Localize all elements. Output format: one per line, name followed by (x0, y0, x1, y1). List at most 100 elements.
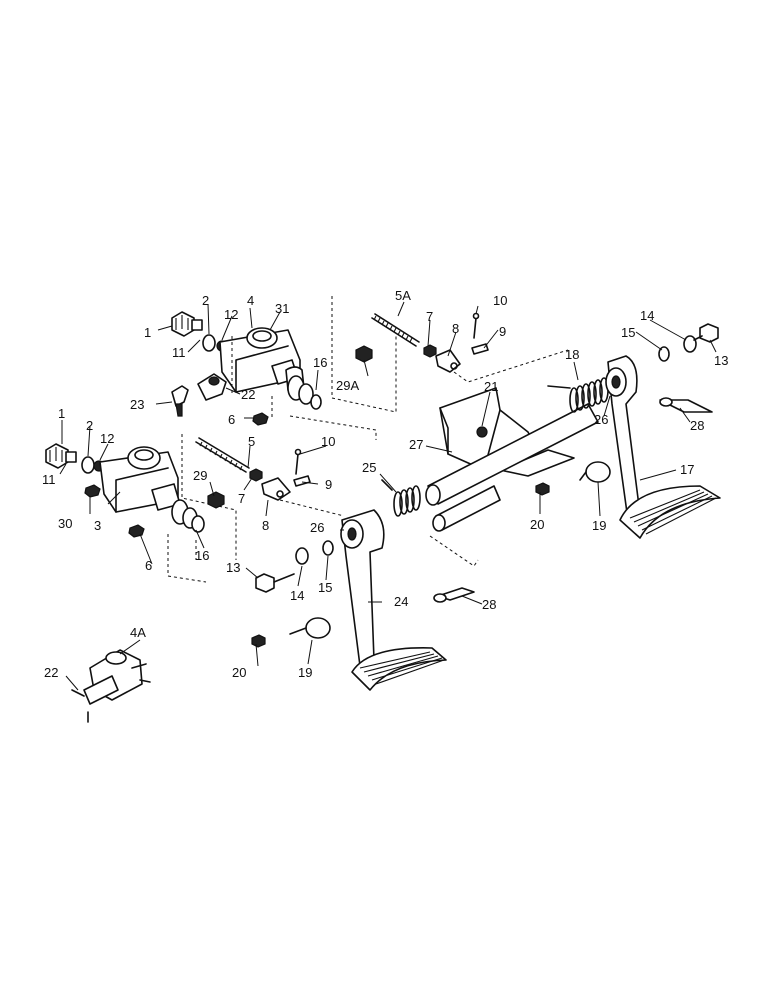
clevis-8-lower (261, 477, 291, 501)
pedal-arm-17 (605, 355, 721, 539)
callout-15-right: 15 (621, 325, 635, 340)
return-spring-18 (547, 377, 609, 413)
callout-11-lower: 11 (42, 472, 56, 487)
callout-31: 31 (275, 301, 289, 316)
callout-13-right: 13 (714, 353, 728, 368)
dust-boot-upper (285, 366, 322, 410)
callout-22-upper: 22 (241, 387, 255, 402)
callout-4: 4 (247, 293, 254, 308)
callout-9-lower: 9 (325, 477, 332, 492)
nut-lower (128, 524, 145, 538)
callout-2-lower: 2 (86, 418, 93, 433)
callout-29a: 29A (336, 378, 359, 393)
callout-4a: 4A (130, 625, 146, 640)
callout-26-right: 26 (594, 412, 608, 427)
clevis-pin-9-upper (471, 343, 489, 355)
lower-master-cylinder-group (45, 443, 207, 583)
callout-29: 29 (193, 468, 207, 483)
callout-11-upper: 11 (172, 345, 186, 360)
push-rod-upper-group (331, 296, 569, 413)
callout-26-left: 26 (310, 520, 324, 535)
callout-5a: 5A (395, 288, 411, 303)
callout-24: 24 (394, 594, 408, 609)
stop-19-right (579, 461, 611, 483)
bleeder-30 (84, 484, 101, 498)
callout-8-upper: 8 (452, 321, 459, 336)
callout-19-right: 19 (592, 518, 606, 533)
clevis-pin-9-lower (293, 475, 311, 487)
callout-17: 17 (680, 462, 694, 477)
callout-16-upper: 16 (313, 355, 327, 370)
bolt-13-left (255, 573, 295, 593)
banjo-bolt-upper (171, 311, 203, 337)
stop-19-left (289, 617, 331, 639)
nut-upper (252, 412, 269, 426)
return-spring-25 (381, 479, 421, 517)
callout-14-left: 14 (290, 588, 304, 603)
nut-20-left (251, 634, 266, 648)
callout-12-upper: 12 (224, 307, 238, 322)
callout-13-left: 13 (226, 560, 240, 575)
callout-10-lower: 10 (321, 434, 335, 449)
callout-20-left: 20 (232, 665, 246, 680)
callout-19-left: 19 (298, 665, 312, 680)
callout-20-right: 20 (530, 517, 544, 532)
bracket-bolt-21 (476, 426, 488, 438)
callout-12-lower: 12 (100, 431, 114, 446)
washer-15-left (322, 540, 334, 556)
pedal-pad-28-right (659, 397, 713, 413)
push-rod-5 (195, 437, 250, 473)
tee-fitting (171, 385, 189, 417)
callout-15-left: 15 (318, 580, 332, 595)
nut-7-lower (249, 468, 263, 482)
callout-1-upper: 1 (144, 325, 151, 340)
callout-5: 5 (248, 434, 255, 449)
callout-8-lower: 8 (262, 518, 269, 533)
washer-upper (202, 334, 216, 352)
left-pedal-group (251, 479, 475, 691)
callout-2-upper: 2 (202, 293, 209, 308)
washer-14-left (295, 547, 309, 565)
callout-16-lower: 16 (195, 548, 209, 563)
leader-lines (59, 301, 717, 691)
banjo-bolt-lower (45, 443, 77, 469)
callout-25: 25 (362, 460, 376, 475)
cotter-pin-10-upper (473, 317, 477, 339)
washer-lower (81, 456, 95, 474)
upper-master-cylinder-group (171, 311, 377, 440)
callout-18: 18 (565, 347, 579, 362)
callout-labels: 1 2 4 31 12 11 16 22 23 6 5A 7 8 10 9 29… (42, 288, 728, 680)
washer-14-right (683, 335, 697, 353)
nut-20-right (535, 482, 550, 496)
brake-line-fitting (197, 373, 227, 401)
callout-27: 27 (409, 437, 423, 452)
callout-6-upper: 6 (228, 412, 235, 427)
callout-10-upper: 10 (493, 293, 507, 308)
clevis-8-upper (435, 349, 461, 373)
pedal-arm-24 (340, 509, 447, 691)
callout-28-right: 28 (690, 418, 704, 433)
push-rod-5a (371, 313, 420, 347)
master-cylinder-lower (99, 446, 181, 513)
callout-22-4a: 22 (44, 665, 58, 680)
callout-7-upper: 7 (426, 309, 433, 324)
right-pedal-group (535, 323, 721, 539)
cotter-pin-10-lower (295, 453, 299, 475)
push-rod-lower-group (181, 434, 345, 560)
callout-30: 30 (58, 516, 72, 531)
jam-nut-29a (355, 345, 373, 363)
fitting-22-4a (71, 689, 85, 697)
nut-7-upper (423, 344, 437, 358)
cross-shaft (425, 403, 599, 532)
callout-23: 23 (130, 397, 144, 412)
callout-3: 3 (94, 518, 101, 533)
dust-boot-lower (171, 499, 205, 533)
callout-9-upper: 9 (499, 324, 506, 339)
callout-28-left: 28 (482, 597, 496, 612)
callout-14-right: 14 (640, 308, 654, 323)
jam-nut-29 (207, 491, 225, 509)
washer-15-right (658, 346, 670, 362)
callout-7-lower: 7 (238, 491, 245, 506)
bolt-13-right (693, 323, 719, 343)
